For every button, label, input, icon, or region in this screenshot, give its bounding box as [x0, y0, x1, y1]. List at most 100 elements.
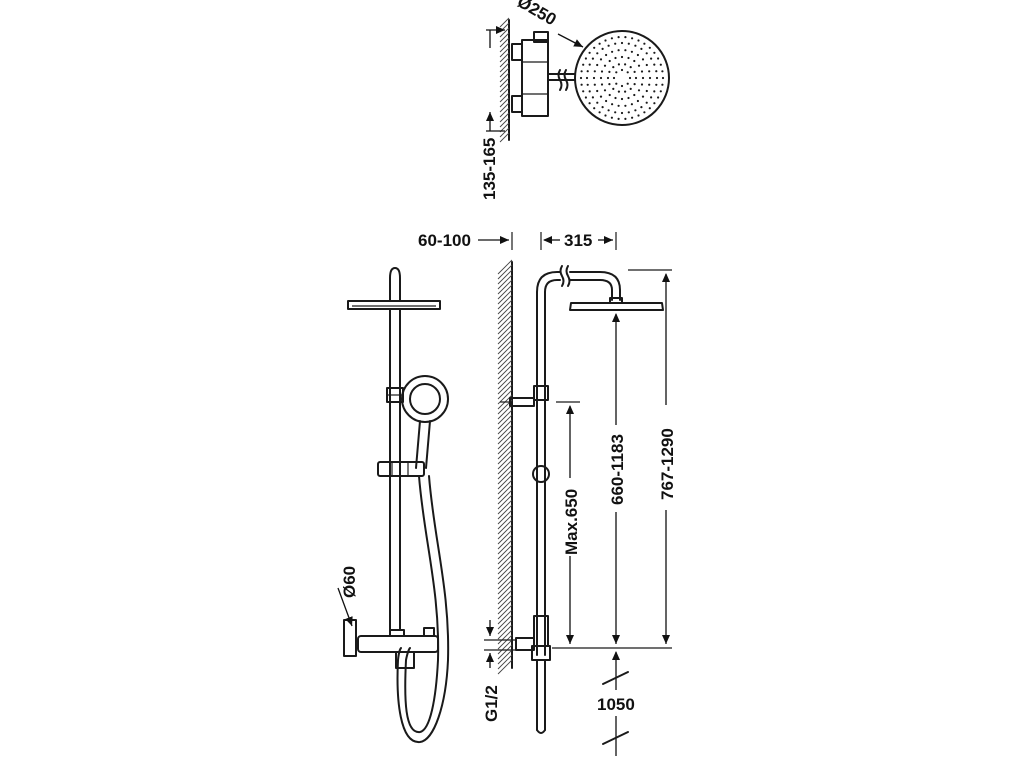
side-riser-pipe — [536, 265, 621, 656]
nozzle-dot — [585, 76, 589, 80]
wall-hatch-line — [497, 614, 513, 630]
nozzle-dot — [608, 83, 611, 86]
dim-handshower-max: Max.650 — [556, 401, 581, 644]
wall-hatch-line — [497, 404, 513, 420]
nozzle-dot — [620, 55, 624, 59]
nozzle-dot — [629, 87, 632, 90]
nozzle-dot — [633, 83, 636, 86]
nozzle-dot — [614, 111, 617, 114]
wall-hatch-line — [497, 529, 513, 545]
nozzle-dot — [634, 76, 638, 80]
nozzle-dot — [628, 76, 632, 80]
wall-hatch-line — [497, 324, 513, 340]
nozzle-dot — [596, 89, 599, 93]
wall-hatch-line — [497, 594, 513, 610]
nozzle-dot — [605, 99, 608, 103]
wall-hatch-line — [497, 304, 513, 320]
nozzle-dot — [627, 42, 630, 45]
nozzle-dot — [620, 84, 624, 88]
nozzle-dot — [659, 63, 662, 66]
front-view: Ø60 — [337, 267, 450, 744]
wall-hatch-line — [497, 369, 513, 385]
nozzle-dot — [636, 99, 640, 103]
nozzle-dot — [648, 70, 651, 73]
nozzle-dot — [641, 95, 645, 98]
nozzle-dot — [641, 76, 645, 80]
nozzle-dot — [611, 103, 614, 106]
wall-hatch-line — [497, 469, 513, 485]
wall-hatch-line — [499, 112, 510, 123]
nozzle-dot — [599, 76, 603, 80]
wall-hatch-line — [497, 639, 513, 655]
nozzle-dot — [586, 83, 589, 86]
nozzle-dot — [633, 59, 636, 63]
nozzle-dot — [645, 52, 648, 55]
nozzle-dot — [620, 111, 624, 115]
wall-hatch-line — [499, 77, 510, 88]
nozzle-dot — [607, 44, 610, 47]
wall-hatch-line — [497, 259, 513, 275]
nozzle-dot — [588, 51, 591, 54]
nozzle-dot — [592, 76, 596, 80]
nozzle-dot — [624, 63, 627, 66]
nozzle-dot — [634, 44, 637, 47]
wall-hatch-line — [497, 409, 513, 425]
wall-hatch-line — [497, 294, 513, 310]
nozzle-dot — [653, 51, 656, 54]
nozzle-dot — [626, 71, 629, 74]
top-shower-head — [574, 30, 670, 126]
nozzle-dot — [643, 111, 646, 114]
wall-hatch-line — [499, 107, 510, 118]
nozzle-dot — [611, 50, 614, 53]
wall-hatch-line — [497, 449, 513, 465]
nozzle-dot — [593, 46, 596, 49]
nozzle-dot — [655, 83, 658, 86]
label-outlet-spacing: Ø60 — [340, 566, 359, 598]
wall-hatch-line — [497, 354, 513, 370]
top-view: Ø250 135-165 — [480, 0, 670, 200]
nozzle-dot — [588, 90, 591, 93]
wall-hatch-line — [497, 509, 513, 525]
wall-hatch-line — [499, 42, 510, 53]
nozzle-dot — [655, 70, 658, 73]
top-mixer-body — [511, 31, 549, 117]
nozzle-dot — [629, 66, 632, 69]
wall-hatch-line — [497, 644, 513, 660]
wall-hatch-line — [497, 439, 513, 455]
dim-wall-offset-top: 135-165 — [480, 26, 505, 200]
wall-hatch-line — [497, 654, 513, 670]
wall-hatch-line — [497, 299, 513, 315]
nozzle-dot — [612, 66, 615, 69]
nozzle-dot — [596, 101, 599, 104]
wall-hatch-line — [497, 319, 513, 335]
wall-hatch-line — [497, 584, 513, 600]
label-head-diameter: Ø250 — [514, 0, 560, 29]
wall-hatch-line — [497, 519, 513, 535]
nozzle-dot — [593, 83, 596, 86]
dim-arm-length: 315 — [540, 231, 617, 250]
wall-hatch-line — [497, 274, 513, 290]
label-arm-length: 315 — [564, 231, 592, 250]
nozzle-dot — [600, 70, 604, 73]
nozzle-dot — [615, 71, 618, 74]
front-shower-head — [347, 267, 441, 310]
wall-hatch-line — [497, 544, 513, 560]
nozzle-dot — [606, 76, 610, 80]
nozzle-dot — [633, 70, 636, 73]
nozzle-dot — [580, 70, 583, 73]
nozzle-dot — [596, 52, 599, 55]
nozzle-dot — [640, 47, 643, 51]
wall-hatch-line — [497, 279, 513, 295]
wall-hatch-line — [497, 609, 513, 625]
wall-hatch-line — [499, 117, 510, 128]
nozzle-dot — [612, 87, 615, 90]
nozzle-dot — [637, 89, 641, 92]
nozzle-dot — [608, 93, 611, 97]
wall-hatch-line — [497, 569, 513, 585]
wall-hatch-line — [499, 32, 510, 43]
wall-hatch-line — [499, 57, 510, 68]
nozzle-dot — [641, 58, 645, 61]
wall-hatch-line — [497, 539, 513, 555]
wall-hatch-line — [497, 264, 513, 280]
